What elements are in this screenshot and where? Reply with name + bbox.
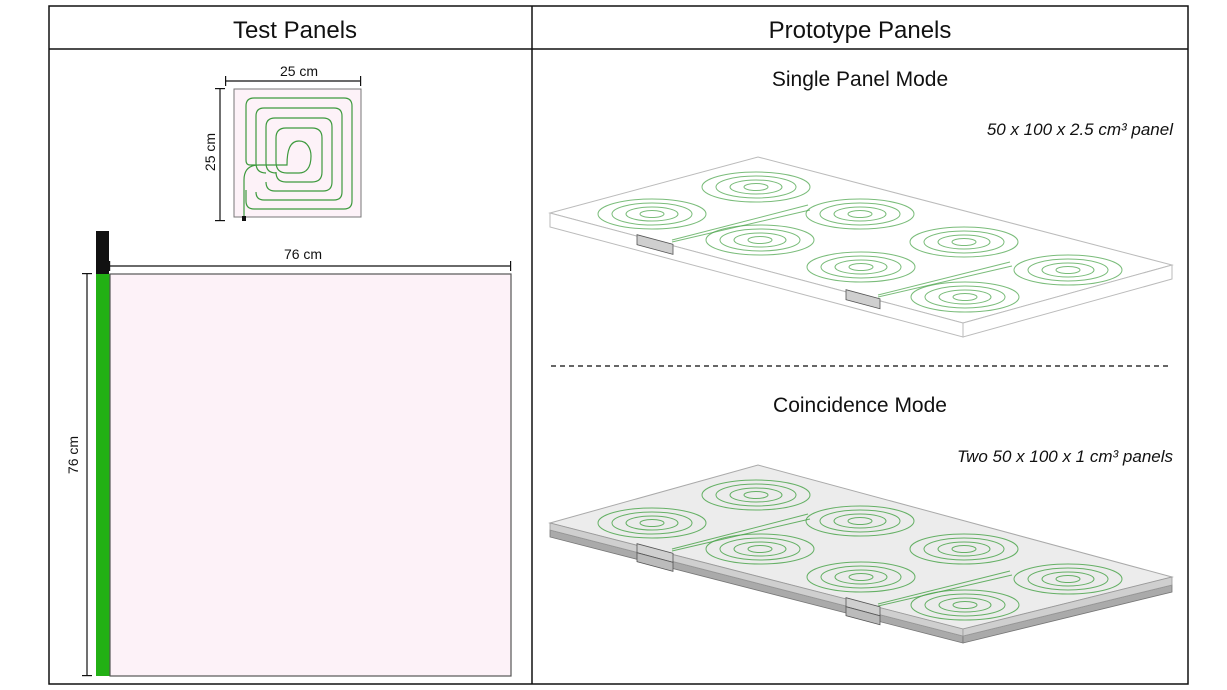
coincidence-mode-caption: Two 50 x 100 x 1 cm³ panels xyxy=(957,447,1174,466)
coincidence-mode-title: Coincidence Mode xyxy=(773,394,947,417)
small-panel-readout xyxy=(242,216,246,221)
fiber-spiral xyxy=(910,281,1020,313)
fiber-spiral xyxy=(806,561,916,593)
large-panel-height-label: 76 cm xyxy=(65,436,81,474)
small-test-panel: 25 cm 25 cm xyxy=(202,63,362,222)
fiber-spiral xyxy=(1013,563,1123,595)
fiber-spiral xyxy=(701,479,811,511)
large-panel-body xyxy=(109,273,512,677)
fiber-spiral xyxy=(705,533,815,565)
fiber-spiral xyxy=(909,533,1019,565)
fiber-spiral xyxy=(597,198,707,230)
small-panel-height-label: 25 cm xyxy=(202,133,218,171)
small-panel-width-label: 25 cm xyxy=(280,63,318,79)
large-panel-readout xyxy=(96,231,109,275)
coincidence-readout-connector xyxy=(636,543,674,572)
single-panel-side-face xyxy=(962,264,1173,338)
coincidence-panel-fibers xyxy=(597,479,1123,621)
single-panel-fibers xyxy=(597,171,1123,313)
fiber-spiral xyxy=(805,505,915,537)
fiber-spiral xyxy=(1013,254,1123,286)
single-mode-title: Single Panel Mode xyxy=(772,68,948,91)
header-test-panels: Test Panels xyxy=(233,17,357,44)
fiber-spiral xyxy=(701,171,811,203)
single-panel-readout-connector xyxy=(845,289,881,310)
top-panel-side-face xyxy=(962,576,1173,637)
fiber-spiral xyxy=(805,198,915,230)
large-panel-wls-bar xyxy=(96,274,110,676)
single-panel-drawing xyxy=(548,156,1174,338)
fiber-spiral xyxy=(597,507,707,539)
fiber-routing xyxy=(671,204,1013,298)
fiber-routing xyxy=(671,513,1013,607)
single-mode-caption: 50 x 100 x 2.5 cm³ panel xyxy=(987,120,1174,139)
coincidence-readout-connector xyxy=(845,597,881,626)
fiber-spiral xyxy=(909,226,1019,258)
small-panel-fiber xyxy=(243,97,353,217)
single-panel-readout-connector xyxy=(636,234,674,255)
table-frame xyxy=(48,5,1189,685)
header-prototype-panels: Prototype Panels xyxy=(769,17,952,44)
coincidence-panels-drawing xyxy=(548,464,1174,644)
large-test-panel: 76 cm 76 cm xyxy=(65,231,512,677)
fiber-spiral xyxy=(910,589,1020,621)
large-panel-width-label: 76 cm xyxy=(284,246,322,262)
fiber-spiral xyxy=(806,251,916,283)
fiber-spiral xyxy=(705,224,815,256)
